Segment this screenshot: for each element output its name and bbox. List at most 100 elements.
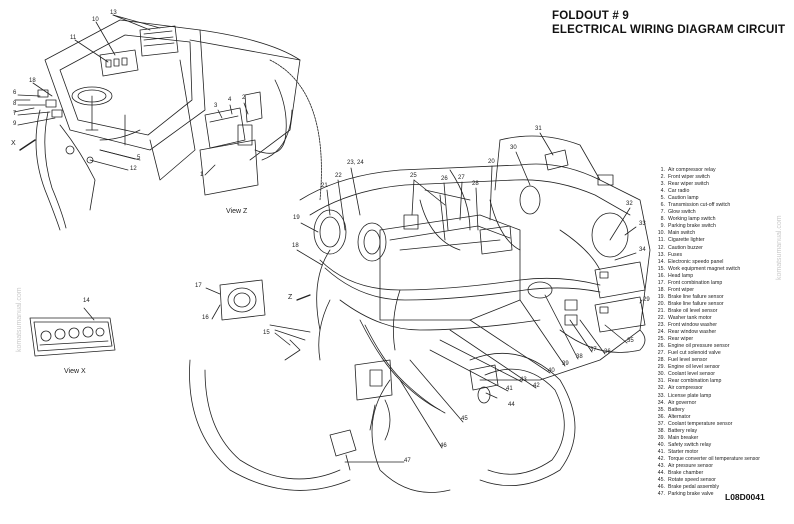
legend-item-number: 16. [657, 272, 665, 279]
legend-item-number: 37. [657, 420, 665, 427]
legend-item-label: Cigarette lighter [668, 237, 705, 244]
legend-item: 3.Rear wiper switch [653, 181, 793, 188]
legend-item-label: Brake line failure sensor [668, 293, 724, 300]
view-x-panel [29, 307, 116, 357]
legend-item-number: 34. [657, 399, 665, 406]
callout-41: 41 [506, 386, 513, 392]
legend-item-number: 25. [657, 336, 665, 343]
legend-item-label: Battery relay [668, 427, 698, 434]
callout-44: 44 [508, 402, 515, 408]
legend-item-number: 10. [657, 230, 665, 237]
legend-item-label: Engine oil pressure sensor [668, 343, 730, 350]
callout-11: 11 [70, 35, 77, 41]
legend-item-number: 43. [657, 462, 665, 469]
legend-item: 33.License plate lamp [653, 393, 793, 400]
legend-item-label: Parking brake valve [668, 491, 714, 498]
callout-22: 22 [335, 173, 342, 179]
legend-item: 14.Electronic speedo panel [653, 259, 793, 266]
callout-39: 39 [562, 361, 569, 367]
view-z-label: View Z [226, 208, 248, 215]
legend-item: 19.Brake line failure sensor [653, 294, 793, 301]
legend-item: 27.Fuel cut solenoid valve [653, 350, 793, 357]
legend-item: 12.Caution buzzer [653, 245, 793, 252]
callout-45: 45 [461, 416, 468, 422]
legend-item-label: Brake line failure sensor [668, 300, 724, 307]
legend-item-label: Transmission cut-off switch [668, 202, 731, 209]
legend-item-label: Fuses [668, 251, 683, 258]
legend-item-label: Electronic speedo panel [668, 258, 724, 265]
callout-23-24: 23, 24 [347, 160, 364, 166]
legend-item-label: Air compressor relay [668, 167, 716, 173]
callout-47: 47 [404, 458, 411, 464]
callout-38: 38 [576, 354, 583, 360]
callout-29: 29 [643, 297, 650, 303]
legend-item: 29.Engine oil level sensor [653, 364, 793, 371]
callout-17: 17 [195, 283, 202, 289]
callout-26: 26 [441, 176, 448, 182]
legend-item-label: Engine oil level sensor [668, 364, 720, 371]
legend-item-label: Torque converter oil temperature sensor [668, 455, 760, 462]
legend-item: 17.Front combination lamp [653, 280, 793, 287]
legend-item: 15.Work equipment magnet switch [653, 266, 793, 273]
legend-item: 24.Rear window washer [653, 329, 793, 336]
legend-item-label: Brake pedal assembly [668, 484, 720, 491]
legend-item: 42.Torque converter oil temperature sens… [653, 456, 793, 463]
legend-item: 20.Brake line failure sensor [653, 301, 793, 308]
legend-item-number: 36. [657, 413, 665, 420]
callout-20: 20 [488, 159, 495, 165]
foldout-number: FOLDOUT # 9 [552, 10, 629, 22]
legend-item: 1.Air compressor relay [653, 167, 793, 174]
legend-item: 7.Glow switch [653, 209, 793, 216]
callout-28: 28 [472, 181, 479, 187]
legend-item-number: 4. [660, 188, 665, 195]
legend-item-number: 15. [657, 265, 665, 272]
legend-item: 46.Brake pedal assembly [653, 484, 793, 491]
callout-43: 43 [520, 377, 527, 383]
legend-item-label: Alternator [668, 413, 691, 420]
legend-item: 30.Coolant level sensor [653, 371, 793, 378]
legend-item-label: Coolant level sensor [668, 371, 716, 378]
legend-item-number: 27. [657, 350, 665, 357]
legend-item: 16.Head lamp [653, 273, 793, 280]
view-z-detail [199, 79, 293, 196]
callout-19: 19 [293, 215, 300, 221]
legend-item-number: 5. [660, 195, 665, 202]
callout-2: 2 [242, 95, 246, 101]
legend-item-label: Air compressor [668, 385, 703, 392]
legend-item: 35.Battery [653, 407, 793, 414]
legend-item: 32.Air compressor [653, 385, 793, 392]
legend-item: 25.Rear wiper [653, 336, 793, 343]
legend-item-number: 40. [657, 441, 665, 448]
legend-item-number: 31. [657, 378, 665, 385]
legend-item-label: Working lamp switch [668, 216, 716, 223]
legend-item: 8.Working lamp switch [653, 216, 793, 223]
legend-item-number: 13. [657, 251, 665, 258]
legend-item-number: 3. [660, 181, 665, 188]
legend-item-number: 46. [657, 484, 665, 491]
legend-item-label: Front window washer [668, 322, 718, 329]
legend-item-label: Front combination lamp [668, 279, 723, 286]
legend-item-label: Brake chamber [668, 470, 704, 477]
callout-3: 3 [214, 103, 218, 109]
legend-item-number: 32. [657, 385, 665, 392]
callout-9: 9 [13, 121, 17, 127]
legend-item-label: Brake oil level sensor [668, 307, 718, 314]
callout-12: 12 [130, 166, 137, 172]
legend-item-label: Washer tank motor [668, 314, 712, 321]
legend-item: 9.Parking brake switch [653, 223, 793, 230]
legend-item-number: 21. [657, 307, 665, 314]
callout-8: 8 [13, 101, 17, 107]
legend-item-number: 44. [657, 470, 665, 477]
legend-item-label: Starter motor [668, 448, 699, 455]
legend-item-number: 2. [660, 174, 665, 181]
legend-item: 44.Brake chamber [653, 470, 793, 477]
legend-item-label: Rotate speed sensor [668, 477, 716, 484]
legend-item-label: Front wiper [668, 286, 694, 293]
legend-item-number: 26. [657, 343, 665, 350]
callout-15: 15 [263, 330, 270, 336]
callout-37: 37 [590, 347, 597, 353]
legend-item-label: Caution lamp [668, 195, 699, 202]
legend-item-label: Main breaker [668, 434, 699, 441]
legend-item-number: 17. [657, 279, 665, 286]
